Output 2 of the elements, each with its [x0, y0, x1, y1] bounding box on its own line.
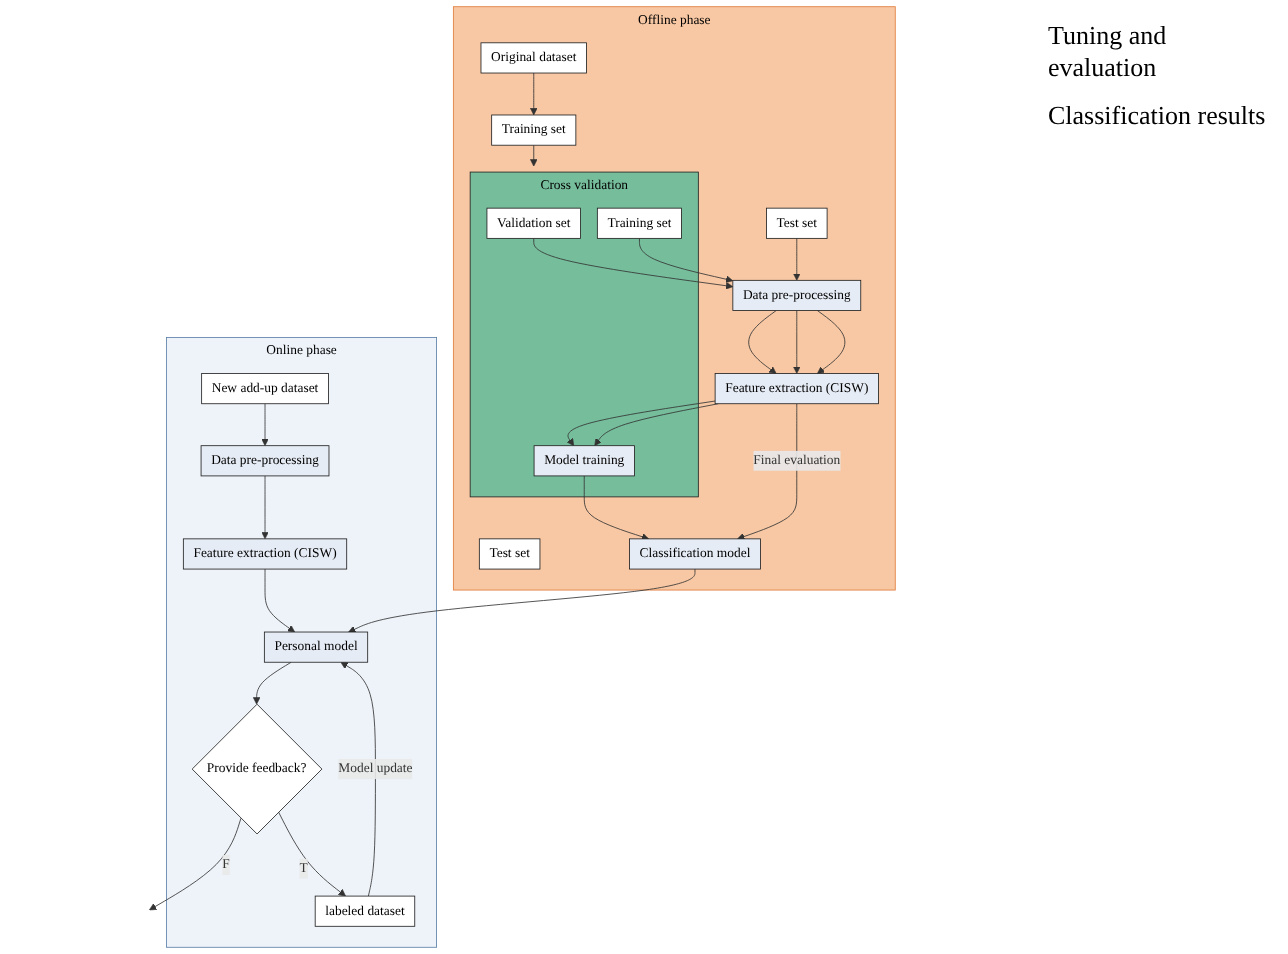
- note: Tuning and evaluation: [1048, 20, 1169, 84]
- note: Classification results: [1048, 100, 1268, 132]
